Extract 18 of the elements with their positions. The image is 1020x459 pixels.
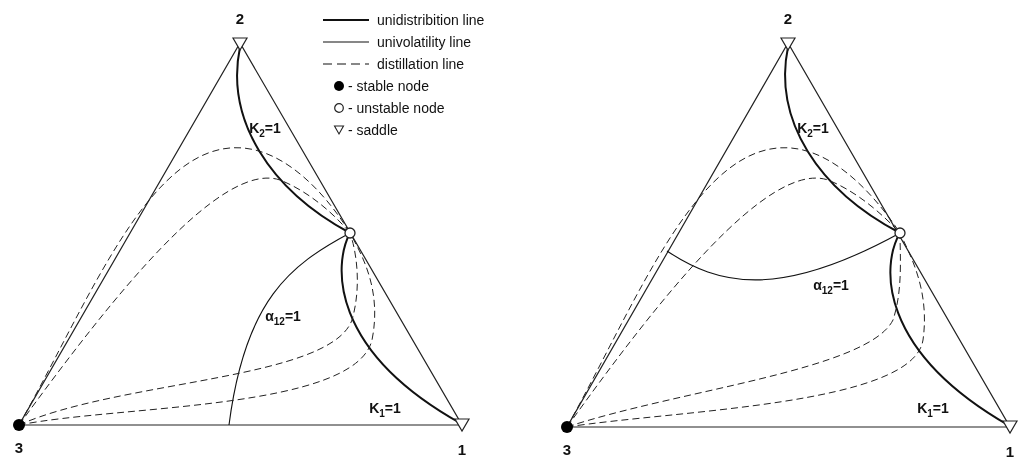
vertex-label: 1	[1005, 443, 1015, 459]
curve-label: K$_{2}$=1	[797, 121, 829, 139]
vertex-label: 2	[235, 10, 245, 26]
legend-text: univolatility line	[377, 35, 472, 49]
curve-label: K$_{1}$=1	[369, 401, 401, 419]
vertex-label: 1	[457, 441, 467, 457]
vertex-label: 3	[562, 441, 572, 457]
legend-text: distillation line	[377, 57, 465, 71]
vertex-label: 2	[783, 10, 793, 26]
curve-label: α$_{12}$=1	[813, 278, 849, 296]
curve-label: α$_{12}$=1	[265, 309, 301, 327]
curve-label: K$_{2}$=1	[249, 121, 281, 139]
vertex-label: 3	[14, 439, 24, 455]
legend-text: - unstable node	[348, 101, 445, 115]
legend-text: - stable node	[348, 79, 429, 93]
legend-text: - saddle	[348, 123, 398, 137]
legend-text: unidistribition line	[377, 13, 485, 27]
curve-label: K$_{1}$=1	[917, 401, 949, 419]
